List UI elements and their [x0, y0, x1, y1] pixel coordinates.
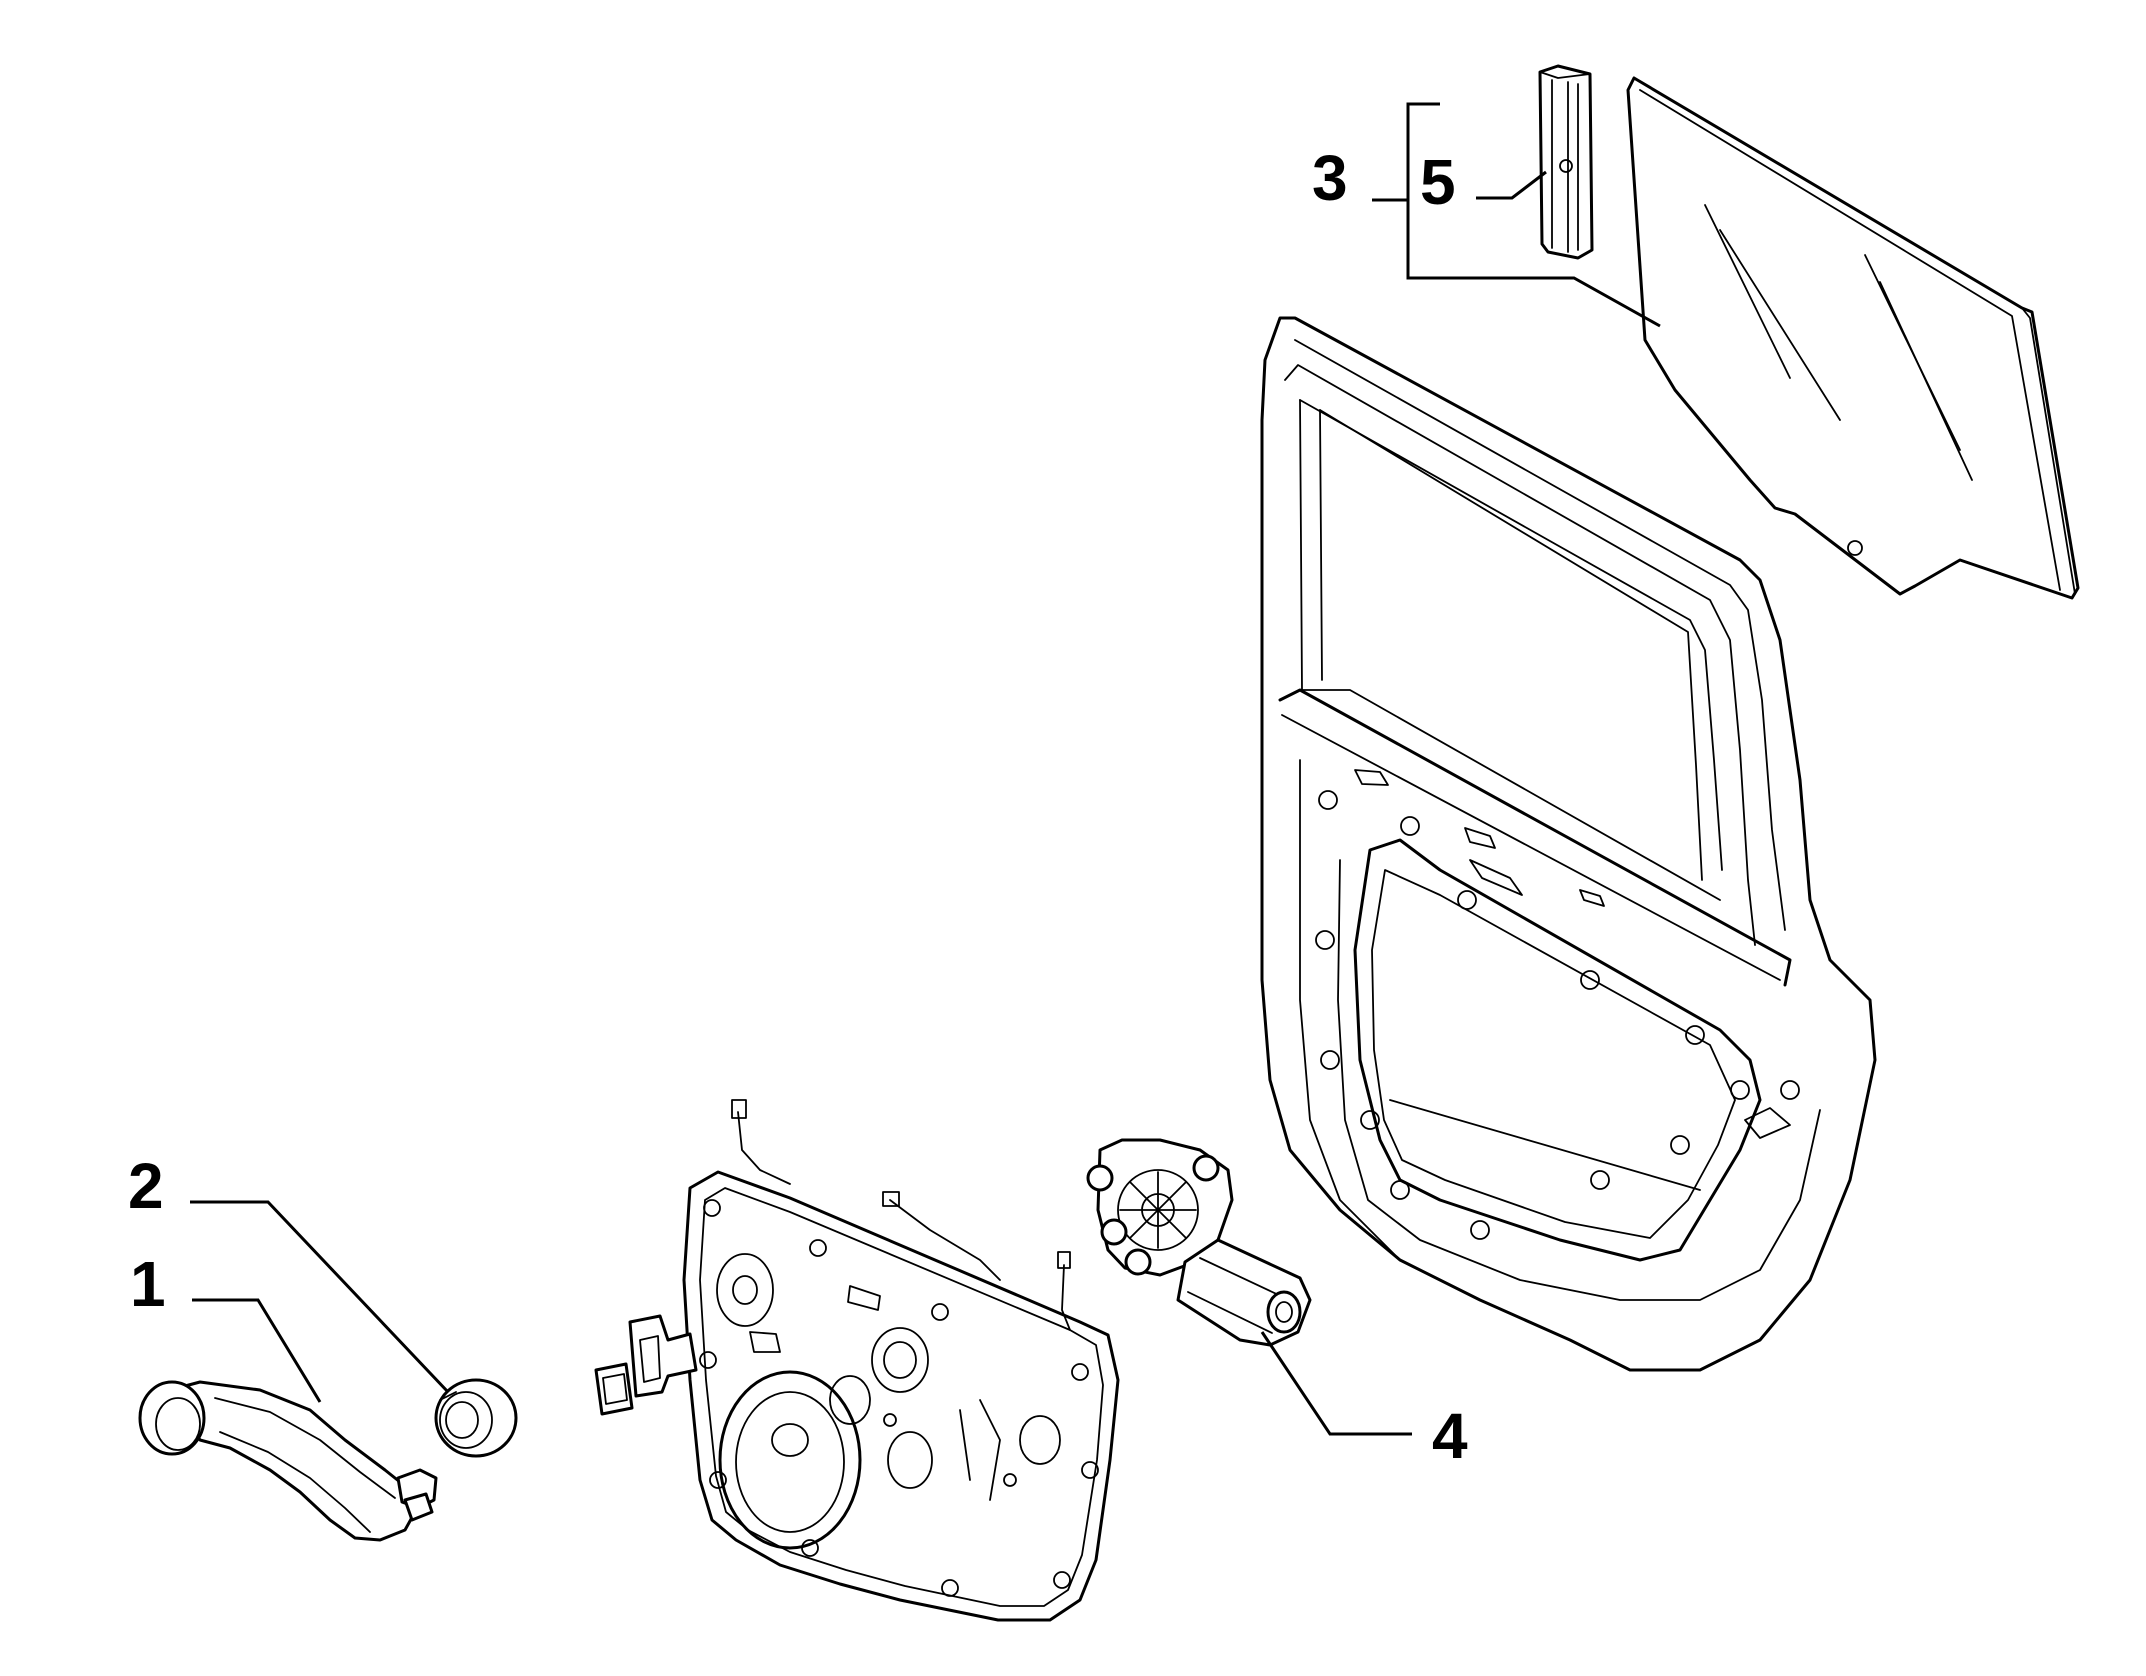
window-regulator-panel [594, 1099, 1120, 1622]
leader-line-2 [190, 1200, 450, 1394]
callout-4: 4 [1432, 1400, 1468, 1472]
window-glass [1626, 76, 2080, 600]
callout-5: 5 [1420, 146, 1456, 218]
leader-line-3-bracket [1372, 102, 1661, 328]
leader-lines [190, 102, 1661, 1436]
door-frame [1260, 316, 1877, 1372]
callout-labels: 1 2 3 5 4 [128, 142, 1468, 1472]
handle-escutcheon [434, 1378, 518, 1458]
window-crank-handle [138, 1380, 438, 1542]
leader-line-1 [192, 1298, 322, 1403]
leader-line-5 [1476, 170, 1547, 200]
callout-2: 2 [128, 1150, 164, 1222]
callout-3: 3 [1312, 142, 1348, 214]
leader-line-4 [1260, 1331, 1412, 1436]
window-motor [1086, 1138, 1312, 1347]
glass-guide-channel [1538, 64, 1594, 260]
callout-1: 1 [130, 1248, 166, 1320]
